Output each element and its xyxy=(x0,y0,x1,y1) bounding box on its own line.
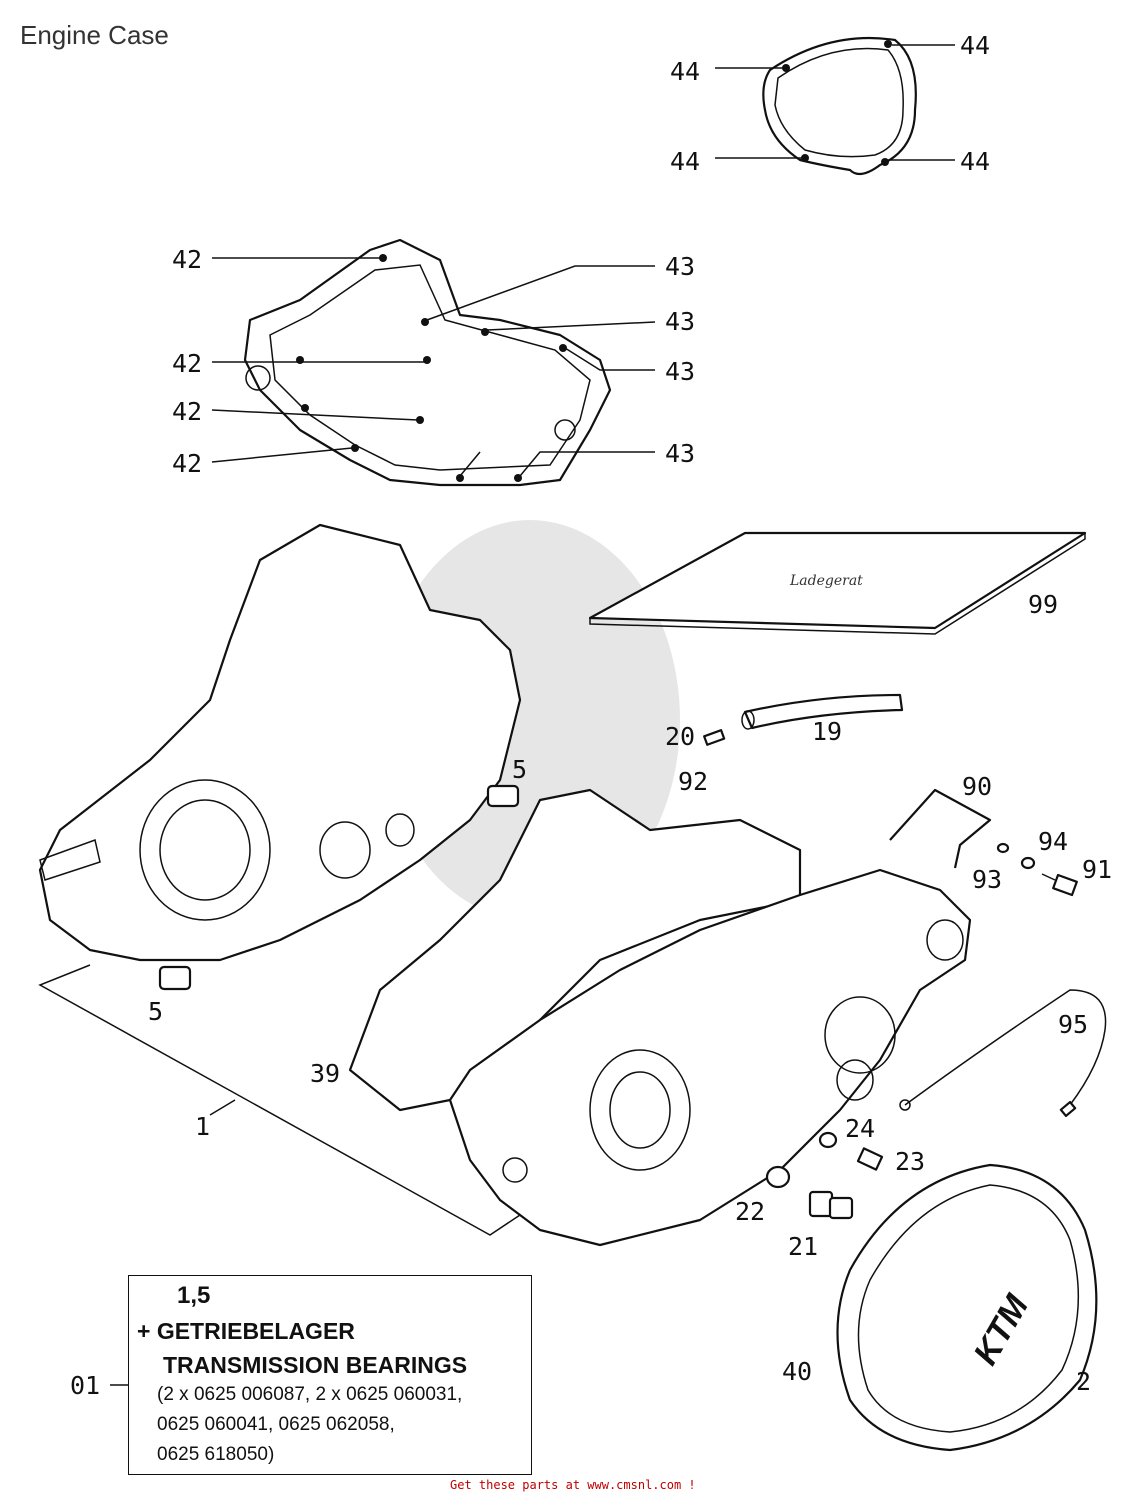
label-93: 93 xyxy=(972,865,1002,894)
booklet-99: Ladegerat xyxy=(588,531,1087,635)
label-44: 44 xyxy=(670,147,700,176)
label-94: 94 xyxy=(1038,827,1068,856)
svg-text:Ladegerat: Ladegerat xyxy=(789,573,863,589)
leaders-42-43 xyxy=(211,257,656,477)
washer-24 xyxy=(818,1131,838,1149)
clip-90 xyxy=(889,788,992,869)
label-44: 44 xyxy=(960,147,990,176)
sleeve-5 xyxy=(158,784,520,991)
label-43: 43 xyxy=(665,307,695,336)
leaders-44 xyxy=(715,44,955,161)
label-42: 42 xyxy=(172,397,202,426)
label-42: 42 xyxy=(172,245,202,274)
label-1: 1 xyxy=(195,1112,210,1141)
label-95: 95 xyxy=(1058,1010,1088,1039)
label-2: 2 xyxy=(1076,1367,1091,1396)
label-42: 42 xyxy=(172,449,202,478)
label-43: 43 xyxy=(665,357,695,386)
label-20: 20 xyxy=(665,722,695,751)
leaders-1 xyxy=(38,964,521,1386)
footer-link[interactable]: Get these parts at www.cmsnl.com ! xyxy=(450,1478,696,1492)
label-01: 01 xyxy=(70,1371,100,1400)
label-23: 23 xyxy=(895,1147,925,1176)
bolt-91 xyxy=(1041,873,1078,897)
label-99: 99 xyxy=(1028,590,1058,619)
washers-93-94 xyxy=(996,842,1036,870)
note-line: (2 x 0625 006087, 2 x 0625 060031, xyxy=(157,1384,463,1405)
label-5: 5 xyxy=(148,997,163,1026)
wire-95 xyxy=(899,989,1107,1118)
label-22: 22 xyxy=(735,1197,765,1226)
label-43: 43 xyxy=(665,439,695,468)
note-line: TRANSMISSION BEARINGS xyxy=(163,1352,468,1378)
hose-19 xyxy=(741,693,904,730)
note-line: 0625 618050) xyxy=(157,1444,275,1465)
page-title: Engine Case xyxy=(20,20,169,50)
label-19: 19 xyxy=(812,717,842,746)
gasket-44 xyxy=(762,36,917,176)
label-43: 43 xyxy=(665,252,695,281)
label-90: 90 xyxy=(962,772,992,801)
label-21: 21 xyxy=(788,1232,818,1261)
label-40: 40 xyxy=(782,1357,812,1386)
label-44: 44 xyxy=(960,31,990,60)
label-44: 44 xyxy=(670,57,700,86)
crankcase-right-1 xyxy=(448,868,972,1247)
label-91: 91 xyxy=(1082,855,1112,884)
label-5: 5 xyxy=(512,755,527,784)
parts-note-box: 1,5 + GETRIEBELAGER TRANSMISSION BEARING… xyxy=(128,1275,532,1475)
note-line: 0625 060041, 0625 062058, xyxy=(157,1414,395,1435)
label-42: 42 xyxy=(172,349,202,378)
label-24: 24 xyxy=(845,1114,875,1143)
nipple-20 xyxy=(703,729,726,746)
note-line: + GETRIEBELAGER xyxy=(137,1318,355,1344)
seal-ring-22 xyxy=(765,1165,791,1189)
drain-plug-21 xyxy=(808,1190,854,1220)
screw-23 xyxy=(856,1147,884,1171)
gasket-42-43 xyxy=(243,238,612,487)
clutch-cover-2: KTM xyxy=(836,1163,1098,1452)
note-line: 1,5 xyxy=(177,1282,211,1309)
label-92: 92 xyxy=(678,767,708,796)
crankcase-left-1 xyxy=(38,523,522,962)
label-39: 39 xyxy=(310,1059,340,1088)
